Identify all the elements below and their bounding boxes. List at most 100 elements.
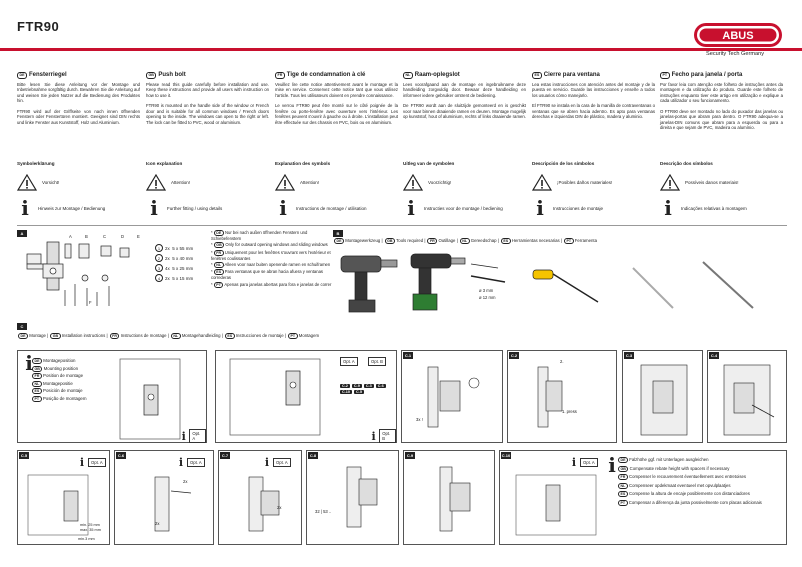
step-c1-illustration <box>427 366 480 428</box>
header-divider <box>0 48 802 51</box>
warning-row: Vorsicht! <box>17 174 59 191</box>
tools-label: DE Montagewerkzeug | <box>334 238 383 244</box>
compensate-list: DE Falzhöhe ggf. mit Unterlagen ausgleic… <box>618 457 784 508</box>
installation-label: DE Montage | <box>18 333 48 339</box>
lang-badge: ES <box>532 72 542 80</box>
turn-count: 3x ! <box>416 417 423 422</box>
warning-row: Possíveis danos materiais! <box>660 174 739 191</box>
warning-row: Attention! <box>146 174 190 191</box>
usage-paragraph: Le verrou FTR90 peut être monté sur le c… <box>275 103 398 125</box>
compensate-item: ES Compense la altura de encaje posiblem… <box>618 491 784 498</box>
step-label-c10: C.10 <box>501 452 511 459</box>
step-label-c6: C.6 <box>116 452 126 459</box>
logo-slogan: Security Tech Germany <box>706 51 765 57</box>
warning-triangle-icon <box>146 174 166 191</box>
section-label-a: A <box>17 230 27 237</box>
outward-note: * PT Apenas para janelas abertas para fo… <box>211 281 332 288</box>
part-letter-b: B <box>85 234 88 239</box>
section-label-c: C <box>17 323 27 330</box>
info-i-icon: i <box>21 196 29 220</box>
step-label-c7: C.7 <box>220 452 230 459</box>
press-hint: 1. press <box>562 409 577 414</box>
drill-size-12: ø 12 mm <box>479 295 496 300</box>
panel-step-c2: C.2 2. 1. press <box>507 350 617 443</box>
outward-notes: * DE Nur bei nach außen öffnenden Fenste… <box>211 230 335 289</box>
compensate-item: FR Compenser le recouvrement éventuellem… <box>618 474 784 481</box>
panel-step-c1: C.1 3x ! <box>401 350 503 443</box>
outward-note: * DE Nur bei nach außen öffnenden Fenste… <box>211 230 308 242</box>
installation-label: ES Instrucciones de montaje | <box>224 333 286 339</box>
intro-paragraph: Bitte lesen Sie diese Anleitung vor der … <box>17 81 140 104</box>
info-i-icon: i <box>178 456 184 469</box>
info-i-icon: i <box>264 456 270 469</box>
warning-triangle-icon <box>275 174 295 191</box>
part-letter-f: F <box>89 300 92 305</box>
step-c2-illustration <box>537 366 563 428</box>
outward-note: * ES Para ventanas que se abran hacia af… <box>211 269 324 281</box>
intro-paragraph: Veuillez lire cette notice attentivement… <box>275 81 398 98</box>
tools-label: FR Outillage | <box>427 238 458 244</box>
step-c10-illustration <box>515 474 597 536</box>
compensate-item: GB Compensate rebate height with spacers… <box>618 465 784 472</box>
tools-label: GB Tools required | <box>384 238 425 244</box>
info-i-icon: i <box>279 196 287 220</box>
info-i-icon: i <box>664 196 672 220</box>
abus-logo: ABUS <box>694 23 782 47</box>
mounting-illustration <box>119 358 181 440</box>
compensate-item: DE Falzhöhe ggf. mit Unterlagen ausgleic… <box>618 457 784 463</box>
warning-triangle-icon <box>17 174 37 191</box>
position-item: FR Position de montage <box>32 372 87 380</box>
installation-label: NL Montagehandleiding | <box>170 333 223 339</box>
usage-paragraph: El FTR90 se instala en la cara de la man… <box>532 103 656 120</box>
warning-triangle-icon <box>403 174 423 191</box>
position-item: PT Posição de montagem <box>32 395 87 403</box>
panel-step-c9: C.9 <box>403 450 495 545</box>
step-label-c1: C.1 <box>403 352 413 359</box>
outward-note: * GB Only for outward opening windows an… <box>211 242 328 249</box>
intro-paragraph: Lees voorafgaand aan de montage en ingeb… <box>403 81 526 98</box>
lang-badge: DE <box>17 72 27 80</box>
intro-paragraph: Please read this guide carefully before … <box>146 81 269 98</box>
step-label-c2: C.2 <box>509 352 519 359</box>
intro-paragraph: Por favor leia com atenção este folheto … <box>660 81 783 104</box>
step-c9-illustration <box>439 466 471 532</box>
usage-paragraph: FTR90 is mounted on the handle side of t… <box>146 103 269 125</box>
step-label-c5: C.5 <box>19 452 29 459</box>
symbol-heading: Explanation des symbols <box>275 161 331 166</box>
lang-badge: FR <box>275 72 285 80</box>
warning-triangle-icon <box>660 174 680 191</box>
part-letter-c: C <box>103 234 107 239</box>
tools-section: B DE Montagewerkzeug |GB Tools required … <box>333 230 787 318</box>
step-c3-illustration <box>640 364 688 436</box>
panel-step-c4: C.4 <box>707 350 787 443</box>
section-divider <box>17 225 787 226</box>
page-title: FTR90 <box>17 19 60 34</box>
logo-text: ABUS <box>722 30 753 42</box>
section-label-b: B <box>333 230 343 237</box>
compensate-item: NL Compenseer opdekmaat eventueel met op… <box>618 482 784 489</box>
tools-required-line: DE Montagewerkzeug |GB Tools required |F… <box>334 238 597 244</box>
